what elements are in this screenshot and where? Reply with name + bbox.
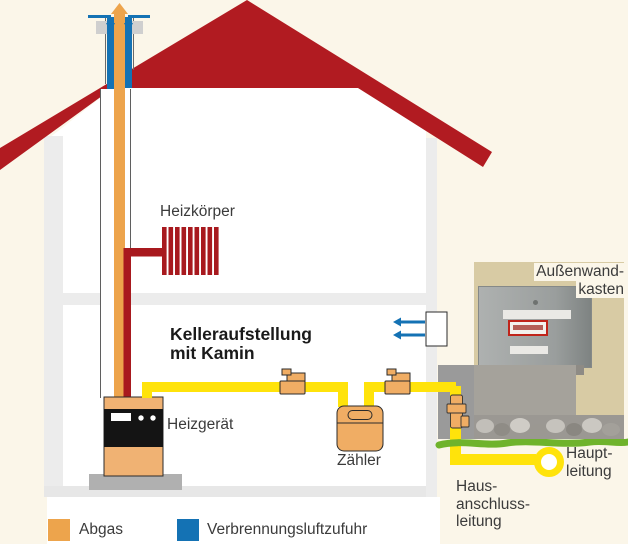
outer-wall-box-photo: [474, 262, 624, 439]
cabinet-warning-text: [513, 325, 543, 330]
outer-wall-box-label: Außenwand- kasten: [534, 263, 626, 298]
roof: [0, 0, 492, 170]
radiator: [162, 227, 219, 275]
gravel-stones: [474, 415, 624, 439]
main-line-label-line2: leitung: [566, 462, 612, 480]
main-line-green: [435, 437, 628, 449]
outer-wall-box-label-line1: Außenwand-: [534, 263, 626, 281]
bottom-strip: [47, 497, 440, 544]
gas-valve-left: [279, 368, 306, 395]
meter-label: Zähler: [337, 452, 381, 469]
boiler-display: [111, 413, 131, 421]
exhaust-stripe: [114, 12, 125, 398]
gas-meter: [336, 405, 384, 452]
boiler-label: Heizgerät: [167, 416, 234, 433]
combustion-air-line-right: [128, 15, 150, 18]
house-connection-label-line2: anschluss-: [456, 495, 531, 513]
boiler-knob-1: [138, 415, 144, 421]
air-intake-box: [425, 311, 448, 347]
house-connection-label-line1: Haus-: [456, 478, 498, 495]
combustion-air-stripe-left: [107, 17, 114, 94]
exhaust-arrow-up-icon: [111, 3, 128, 14]
air-intake-arrows-icon: [393, 317, 425, 340]
heating-pipe-horizontal: [123, 248, 164, 257]
outer-wall-box-cabinet: [478, 286, 592, 368]
cabinet-lower-strip: [510, 346, 548, 354]
gas-valve-right: [384, 368, 411, 395]
legend-swatch-verbrennungsluftzufuhr: [177, 519, 199, 541]
main-line-label-line1: Haupt-: [566, 445, 613, 462]
legend-swatch-abgas: [48, 519, 70, 541]
main-line-ring-icon: [534, 447, 564, 477]
boiler-knob-2: [150, 415, 156, 421]
cabinet-warning-label: [508, 320, 548, 336]
house-interior: [44, 88, 426, 497]
boiler-base: [89, 474, 182, 490]
air-arrow-down-right-icon: [124, 23, 133, 32]
house-connection-label-line3: leitung: [456, 513, 502, 530]
outer-wall-box-label-line2: kasten: [576, 280, 626, 298]
pedestal: [474, 365, 576, 423]
legend-label-verbrennungsluftzufuhr: Verbrennungsluftzufuhr: [207, 521, 368, 538]
heating-pipe-vertical: [123, 248, 131, 398]
cabinet-vent-strip: [503, 310, 571, 319]
ceiling-slab: [63, 293, 426, 305]
air-arrow-down-left-icon: [106, 23, 115, 32]
basement-floor: [44, 486, 426, 497]
radiator-label: Heizkörper: [160, 203, 235, 220]
diagram-title-line2: mit Kamin: [170, 343, 255, 363]
combustion-air-line-left: [88, 15, 111, 18]
screw-icon: [533, 300, 538, 305]
diagram-title: Kelleraufstellung mit Kamin: [170, 325, 312, 363]
house-connection-label: Haus- anschluss- leitung: [456, 478, 530, 531]
main-line-label: Haupt- leitung: [566, 445, 613, 480]
combustion-air-stripe-right: [125, 17, 132, 88]
wall-entry-fitting: [446, 394, 470, 429]
left-wall: [44, 136, 63, 497]
diagram-title-line1: Kelleraufstellung: [170, 324, 312, 344]
legend-label-abgas: Abgas: [79, 521, 123, 538]
